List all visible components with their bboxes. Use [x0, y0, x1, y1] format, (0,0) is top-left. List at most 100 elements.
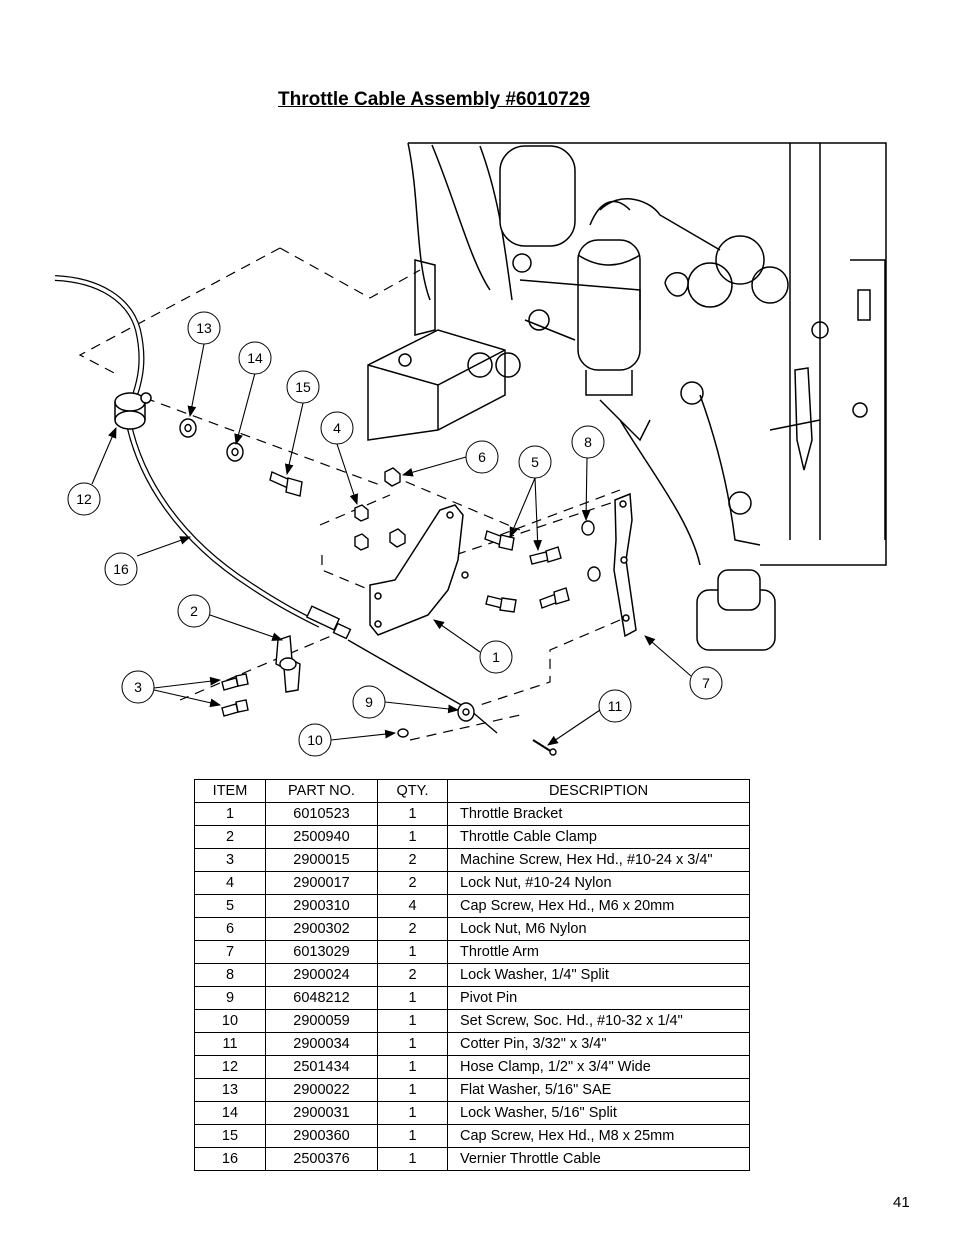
cell-qty: 1 — [377, 802, 448, 826]
cell-qty: 1 — [377, 986, 448, 1010]
cell-description: Cap Screw, Hex Hd., M6 x 20mm — [447, 894, 750, 918]
cell-item: 6 — [194, 917, 266, 941]
svg-text:8: 8 — [584, 434, 592, 450]
svg-text:16: 16 — [113, 561, 129, 577]
cell-part-no: 2900015 — [265, 848, 378, 872]
cell-description: Throttle Arm — [447, 940, 750, 964]
hardware-parts — [179, 418, 601, 756]
engine-illustration — [367, 142, 887, 651]
cell-part-no: 6013029 — [265, 940, 378, 964]
svg-text:9: 9 — [365, 694, 373, 710]
cell-part-no: 6010523 — [265, 802, 378, 826]
cell-part-no: 2900034 — [265, 1032, 378, 1056]
cell-description: Vernier Throttle Cable — [447, 1147, 750, 1171]
cell-qty: 2 — [377, 848, 448, 872]
callout-2: 2 — [177, 594, 211, 628]
cell-part-no: 2900022 — [265, 1078, 378, 1102]
cable-clamp — [275, 635, 301, 693]
callout-1: 1 — [479, 640, 513, 674]
cell-description: Throttle Bracket — [447, 802, 750, 826]
throttle-cable — [54, 275, 498, 734]
cell-qty: 2 — [377, 871, 448, 895]
cell-description: Lock Nut, M6 Nylon — [447, 917, 750, 941]
cell-qty: 4 — [377, 894, 448, 918]
cell-qty: 2 — [377, 963, 448, 987]
throttle-bracket — [369, 504, 469, 636]
cell-description: Set Screw, Soc. Hd., #10-32 x 1/4" — [447, 1009, 750, 1033]
cell-qty: 1 — [377, 1055, 448, 1079]
cell-description: Cap Screw, Hex Hd., M8 x 25mm — [447, 1124, 750, 1148]
page-title: Throttle Cable Assembly #6010729 — [278, 89, 590, 110]
cell-description: Cotter Pin, 3/32" x 3/4" — [447, 1032, 750, 1056]
callout-12: 12 — [67, 482, 101, 516]
callout-10: 10 — [298, 723, 332, 757]
cell-qty: 1 — [377, 1032, 448, 1056]
cell-description: Pivot Pin — [447, 986, 750, 1010]
cell-part-no: 6048212 — [265, 986, 378, 1010]
cell-qty: 1 — [377, 1147, 448, 1171]
cell-part-no: 2900302 — [265, 917, 378, 941]
callout-7: 7 — [689, 666, 723, 700]
cell-item: 3 — [194, 848, 266, 872]
callout-15: 15 — [286, 370, 320, 404]
callout-11: 11 — [598, 689, 632, 723]
cell-qty: 1 — [377, 1009, 448, 1033]
cell-qty: 1 — [377, 940, 448, 964]
cell-part-no: 2500376 — [265, 1147, 378, 1171]
svg-text:12: 12 — [76, 491, 92, 507]
cell-qty: 1 — [377, 1101, 448, 1125]
cell-item: 8 — [194, 963, 266, 987]
cell-item: 4 — [194, 871, 266, 895]
cell-part-no: 2500940 — [265, 825, 378, 849]
table-header-row: ITEM PART NO. QTY. DESCRIPTION — [194, 779, 750, 803]
cell-description: Lock Washer, 1/4" Split — [447, 963, 750, 987]
cell-item: 5 — [194, 894, 266, 918]
svg-text:10: 10 — [307, 732, 323, 748]
svg-text:3: 3 — [134, 679, 142, 695]
cell-item: 14 — [194, 1101, 266, 1125]
cell-part-no: 2900059 — [265, 1009, 378, 1033]
cell-description: Lock Washer, 5/16" Split — [447, 1101, 750, 1125]
cell-part-no: 2900031 — [265, 1101, 378, 1125]
cell-item: 2 — [194, 825, 266, 849]
cell-item: 12 — [194, 1055, 266, 1079]
svg-text:14: 14 — [247, 350, 263, 366]
cell-description: Machine Screw, Hex Hd., #10-24 x 3/4" — [447, 848, 750, 872]
throttle-arm — [613, 492, 637, 638]
cell-part-no: 2900024 — [265, 963, 378, 987]
cell-part-no: 2900360 — [265, 1124, 378, 1148]
cell-qty: 1 — [377, 825, 448, 849]
callout-16: 16 — [104, 552, 138, 586]
cell-item: 9 — [194, 986, 266, 1010]
callout-14: 14 — [238, 341, 272, 375]
callout-9: 9 — [352, 685, 386, 719]
svg-text:1: 1 — [492, 649, 500, 665]
header-item: ITEM — [194, 779, 266, 803]
cell-part-no: 2900310 — [265, 894, 378, 918]
cell-description: Lock Nut, #10-24 Nylon — [447, 871, 750, 895]
svg-text:2: 2 — [190, 603, 198, 619]
svg-text:7: 7 — [702, 675, 710, 691]
callout-6: 6 — [465, 440, 499, 474]
exploded-assembly-diagram: 13 14 15 4 6 5 8 12 16 2 1 7 3 9 11 — [54, 142, 887, 757]
cell-qty: 2 — [377, 917, 448, 941]
cell-part-no: 2900017 — [265, 871, 378, 895]
callout-13: 13 — [187, 311, 221, 345]
page-number: 41 — [893, 1194, 910, 1211]
cell-item: 7 — [194, 940, 266, 964]
cell-qty: 1 — [377, 1078, 448, 1102]
header-part-no: PART NO. — [265, 779, 378, 803]
leader-lines — [91, 343, 692, 746]
